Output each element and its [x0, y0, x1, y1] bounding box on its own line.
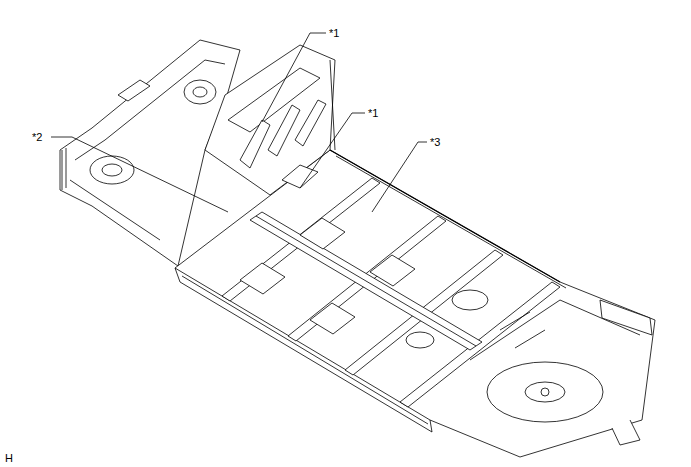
spare-tire-well: [525, 382, 565, 402]
front-rail: [75, 60, 225, 160]
seat-mount: [310, 303, 355, 334]
callout-number: *1: [329, 27, 339, 39]
floor-tunnel: [250, 212, 482, 350]
rear-bracket: [612, 420, 640, 445]
floor-hole: [452, 290, 488, 310]
wheelhouse: [500, 312, 545, 348]
brace: [282, 165, 318, 188]
side-sill: [336, 156, 566, 288]
leader-line: [51, 137, 228, 212]
bracket: [118, 80, 150, 101]
spare-tire-well: [541, 388, 549, 396]
strut-tower: [184, 80, 216, 104]
pillar: [330, 60, 335, 150]
callout-number: *1: [368, 107, 378, 119]
front-rail: [70, 180, 160, 240]
reinforcement: [268, 105, 300, 156]
strut-tower: [193, 87, 207, 97]
dash-panel: [205, 45, 335, 195]
radiator-support: [62, 148, 66, 190]
reinforcement: [240, 120, 270, 168]
spare-tire-well: [487, 362, 603, 422]
leader-line: [300, 113, 365, 188]
callout-number: *3: [430, 136, 440, 148]
floor-tunnel: [256, 216, 476, 346]
seat-mount: [240, 263, 285, 294]
callout-number: *2: [32, 131, 42, 143]
rear-panel: [600, 300, 652, 335]
strut-tower: [90, 156, 134, 184]
leader-line: [262, 33, 326, 122]
leader-line: [372, 142, 427, 212]
side-sill: [330, 150, 560, 282]
seat-mount: [370, 255, 415, 286]
strut-tower: [102, 164, 122, 176]
reinforcement: [295, 100, 326, 146]
figure-code: H: [5, 452, 13, 464]
floor-panel: [175, 150, 655, 457]
floor-hole: [406, 332, 434, 348]
seat-mount: [300, 218, 345, 249]
